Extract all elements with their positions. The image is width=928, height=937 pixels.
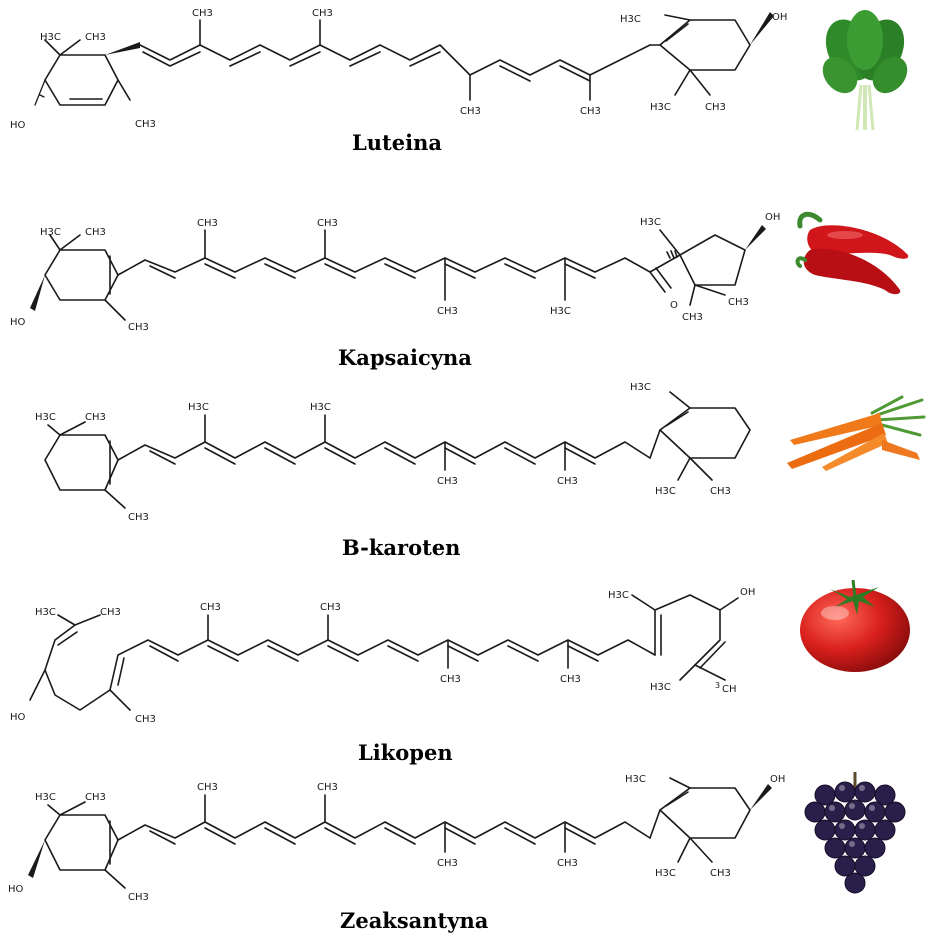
kapsaicyna-structure: H3C CH3 HO CH3 CH3 CH3 CH3 H3C O H3C CH3… xyxy=(10,212,780,333)
label-h3c: H3C xyxy=(630,382,651,393)
label-oh: OH xyxy=(772,12,787,23)
label-ch3: CH3 xyxy=(710,486,731,497)
label-ch3: CH3 xyxy=(135,714,156,725)
label-ch3: CH3 xyxy=(197,218,218,229)
label-ch3: CH3 xyxy=(85,227,106,238)
label-ch3: CH3 xyxy=(128,892,149,903)
carrot-icon xyxy=(787,395,926,471)
likopen-structure: H3C CH3 HO CH3 CH3 CH3 CH3 CH3 H3C OH H3… xyxy=(10,587,755,725)
label-h3c: H3C xyxy=(35,792,56,803)
tomato-icon xyxy=(800,579,910,672)
label-h3c: H3C xyxy=(620,14,641,25)
label-ch3: CH3 xyxy=(85,412,106,423)
label-h3c: H3C xyxy=(550,306,571,317)
label-ch3: CH3 xyxy=(437,306,458,317)
compound-name: Luteina xyxy=(352,130,442,155)
red-pepper-icon xyxy=(795,211,909,295)
zeaksantyna-structure: H3C CH3 HO CH3 CH3 CH3 CH3 CH3 H3C OH H3… xyxy=(8,774,785,903)
label-h3c: H3C xyxy=(655,486,676,497)
label-h3c: H3C xyxy=(40,227,61,238)
label-ho: HO xyxy=(8,884,24,895)
label-ch3: CH3 xyxy=(580,106,601,117)
label-ch3: CH3 xyxy=(200,602,221,613)
label-h3c: H3C xyxy=(188,402,209,413)
compound-row-kapsaicyna: H3C CH3 HO CH3 CH3 CH3 CH3 H3C O H3C CH3… xyxy=(0,180,928,370)
label-ch3: CH3 xyxy=(192,8,213,19)
compound-name: Zeaksantyna xyxy=(340,908,489,933)
label-ch3: CH3 xyxy=(705,102,726,113)
label-oh: OH xyxy=(770,774,785,785)
label-h3c: H3C xyxy=(35,607,56,618)
label-ho: HO xyxy=(10,120,26,131)
label-ch3: CH3 xyxy=(317,782,338,793)
label-ch3: CH3 xyxy=(440,674,461,685)
label-ch3: CH3 xyxy=(460,106,481,117)
luteina-structure: H3C CH3 HO CH3 CH3 CH3 CH3 CH3 H3C H3C C… xyxy=(10,8,787,131)
label-ch3: CH3 xyxy=(197,782,218,793)
label-ch3: CH3 xyxy=(560,674,581,685)
label-h3c: H3C xyxy=(310,402,331,413)
label-h3c: H3C xyxy=(655,868,676,879)
label-ch3: CH3 xyxy=(320,602,341,613)
label-oh: OH xyxy=(765,212,780,223)
label-ch3: CH3 xyxy=(682,312,703,323)
label-ch3: CH3 xyxy=(317,218,338,229)
label-ho: HO xyxy=(10,712,26,723)
grapes-icon xyxy=(804,772,906,894)
label-ch3: CH3 xyxy=(437,476,458,487)
b-karoten-structure: H3C CH3 CH3 H3C H3C CH3 CH3 H3C H3C CH3 xyxy=(35,382,751,523)
compound-row-likopen: H3C CH3 HO CH3 CH3 CH3 CH3 CH3 H3C OH H3… xyxy=(0,560,928,770)
label-ch3: CH3 xyxy=(557,476,578,487)
label-ch3: CH3 xyxy=(128,512,149,523)
label-subscript: 3 xyxy=(715,681,720,690)
label-ch3: CH3 xyxy=(100,607,121,618)
spinach-icon xyxy=(822,10,908,131)
compound-name: Kapsaicyna xyxy=(338,345,472,370)
label-h3c: H3C xyxy=(650,102,671,113)
label-h3c: H3C xyxy=(640,217,661,228)
compound-name: Likopen xyxy=(358,740,453,765)
label-ch3: CH3 xyxy=(312,8,333,19)
compound-row-luteina: H3C CH3 HO CH3 CH3 CH3 CH3 CH3 H3C H3C C… xyxy=(0,0,928,170)
label-o: O xyxy=(670,300,678,311)
label-h3c: H3C xyxy=(608,590,629,601)
label-ho: HO xyxy=(10,317,26,328)
label-ch3: CH3 xyxy=(85,32,106,43)
label-ch3: CH3 xyxy=(85,792,106,803)
label-oh: OH xyxy=(740,587,755,598)
compound-row-b-karoten: H3C CH3 CH3 H3C H3C CH3 CH3 H3C H3C CH3 … xyxy=(0,370,928,560)
label-h3c: H3C xyxy=(650,682,671,693)
label-ch3: CH3 xyxy=(557,858,578,869)
label-ch3: CH3 xyxy=(728,297,749,308)
label-ch3: CH3 xyxy=(135,119,156,130)
label-ch3: CH3 xyxy=(128,322,149,333)
label-h3c: H3C xyxy=(625,774,646,785)
compound-name: B-karoten xyxy=(342,535,461,560)
label-ch3: CH3 xyxy=(437,858,458,869)
compound-row-zeaksantyna: H3C CH3 HO CH3 CH3 CH3 CH3 CH3 H3C OH H3… xyxy=(0,770,928,937)
label-h3c: H3C xyxy=(40,32,61,43)
label-h3c: H3C xyxy=(35,412,56,423)
label-ch3: CH3 xyxy=(710,868,731,879)
label-ch-truncated: CH xyxy=(722,684,737,695)
